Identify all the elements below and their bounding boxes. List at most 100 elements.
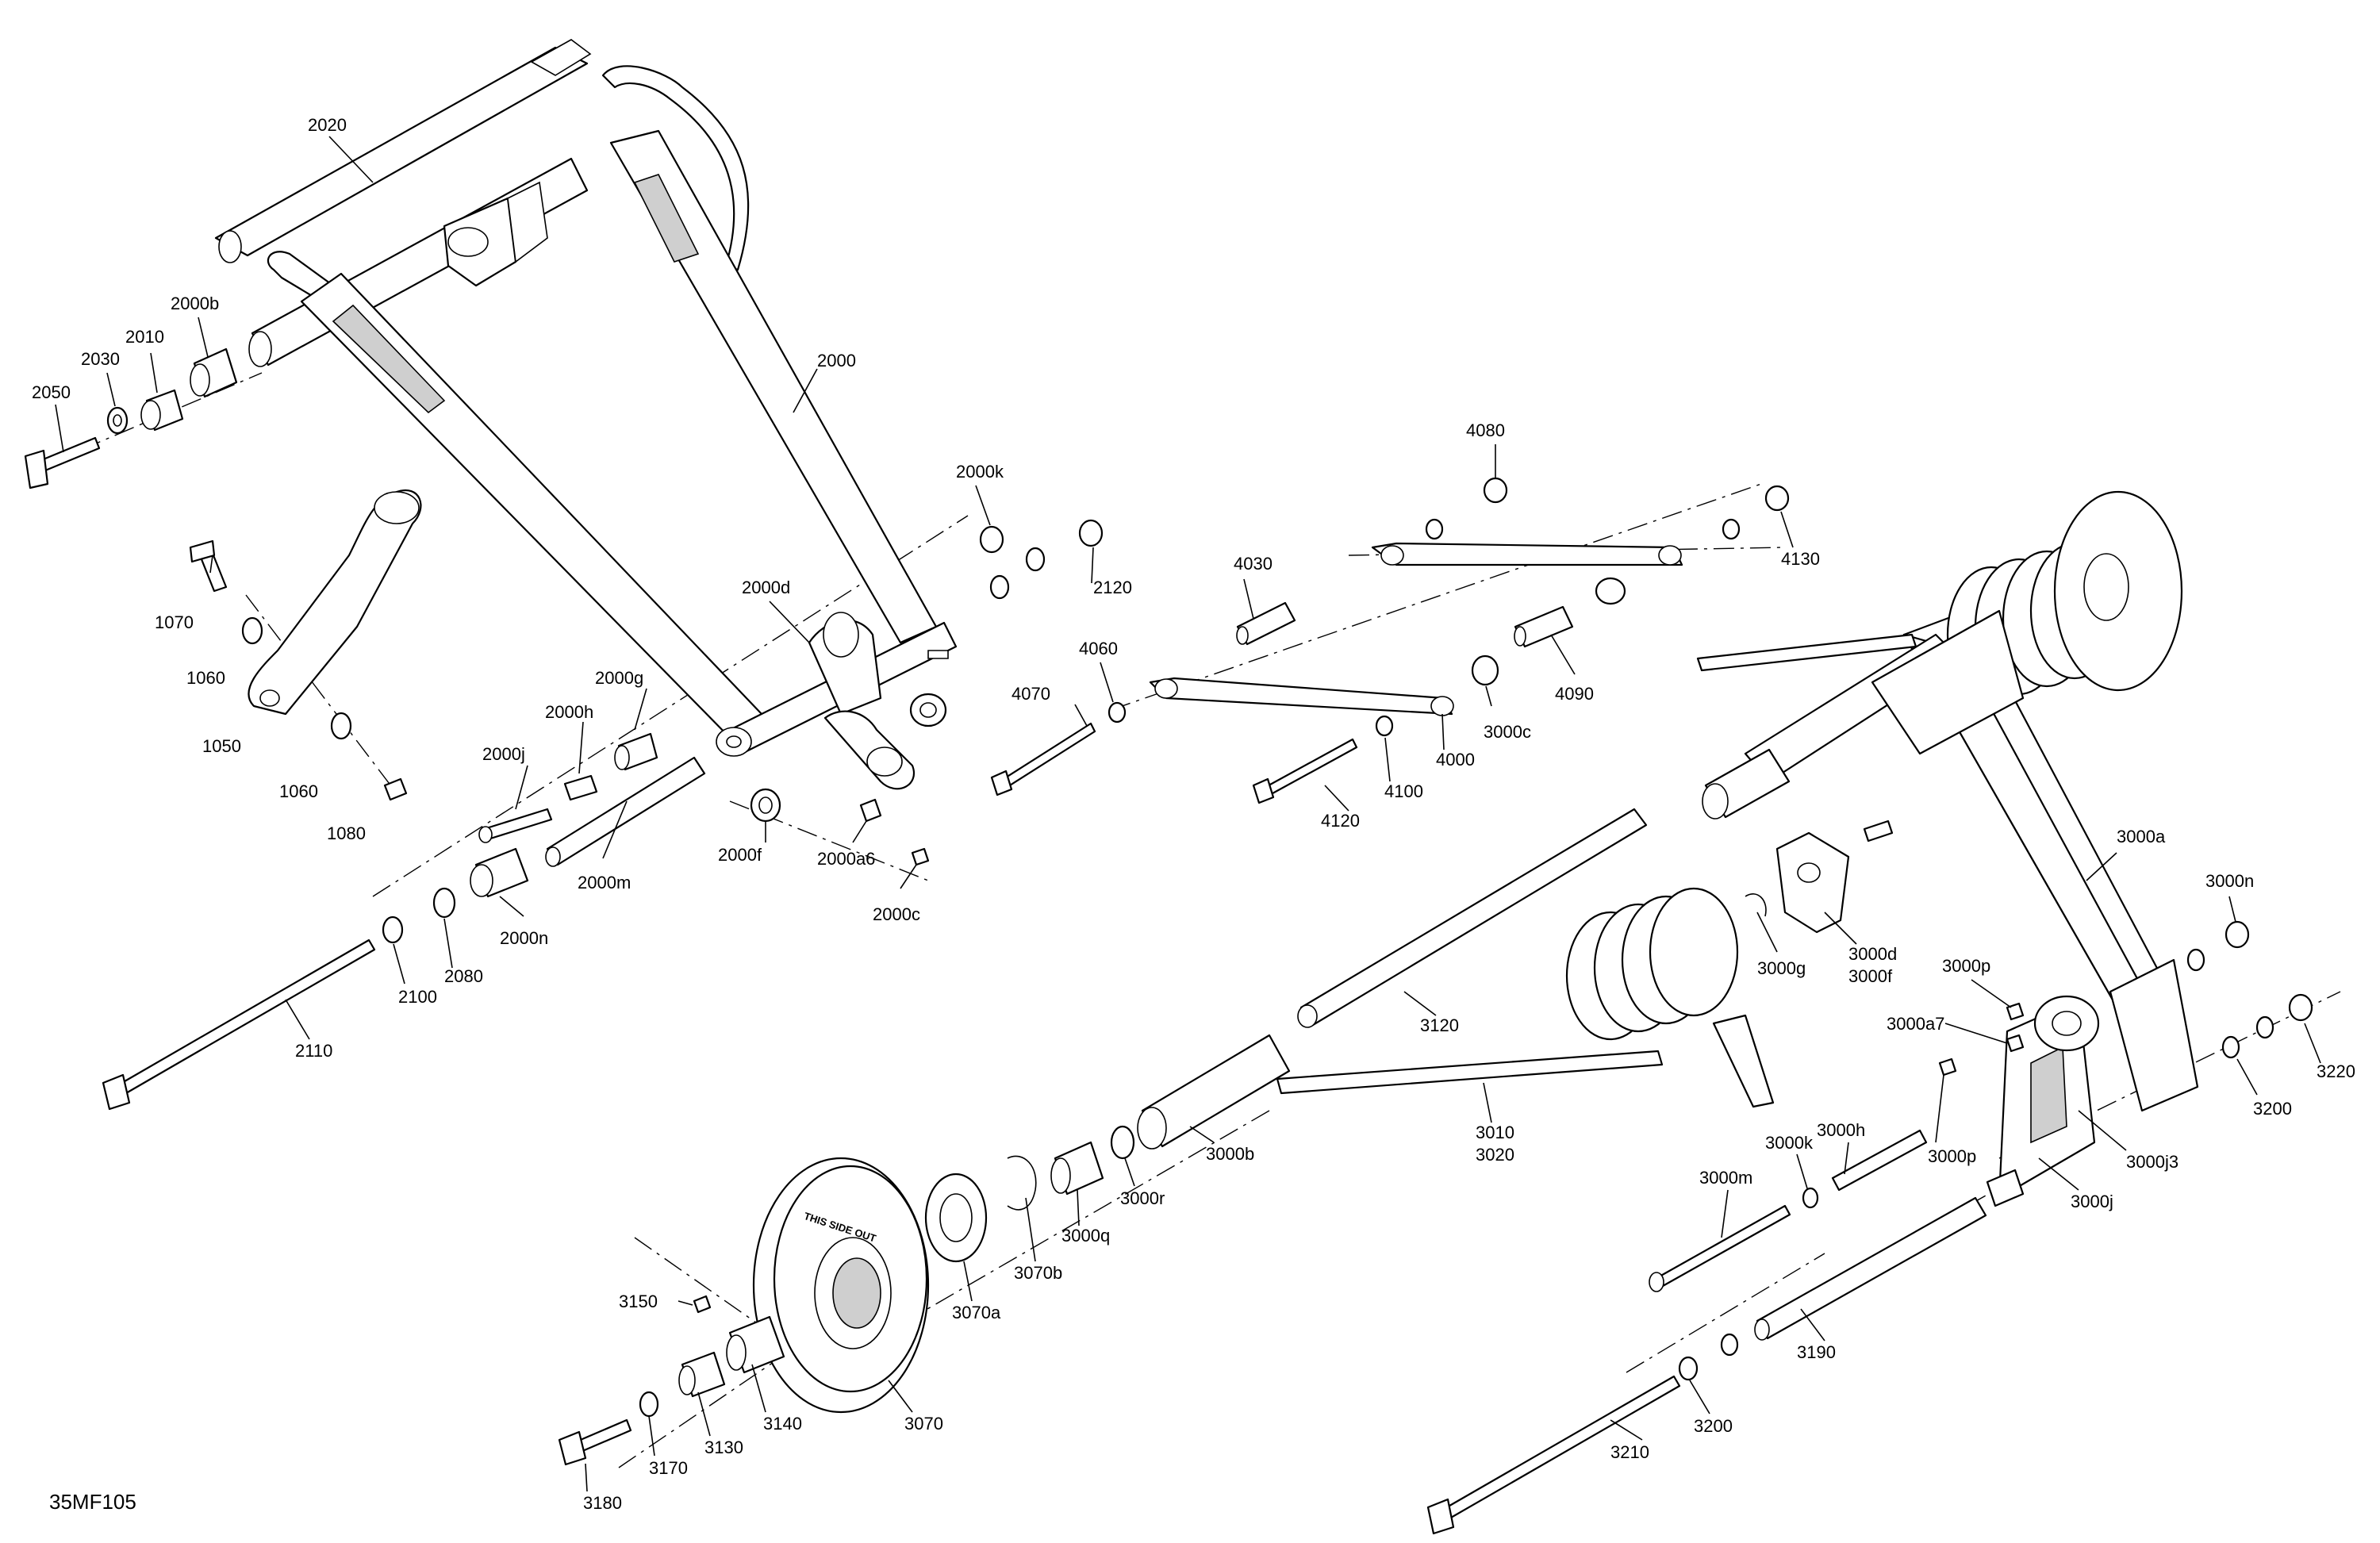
rear-shafts [1050, 748, 1791, 1196]
washer-1060-lower [330, 712, 352, 740]
spring-lower [1565, 887, 1739, 1041]
callout-4070: 4070 [1012, 684, 1050, 704]
callout-3000c: 3000c [1484, 722, 1531, 742]
callout-3000p-top: 3000p [1942, 956, 1990, 976]
washer-4100 [1375, 715, 1394, 737]
washer-1060-upper [241, 616, 263, 645]
callout-4000: 4000 [1436, 750, 1475, 770]
callout-3000m: 3000m [1699, 1168, 1752, 1188]
tube-3000j-end [1986, 1169, 2025, 1207]
callout-3200-upper: 3200 [2253, 1099, 2292, 1119]
callout-3000j: 3000j [2071, 1192, 2113, 1211]
washer-2080 [432, 887, 456, 919]
callout-4100: 4100 [1384, 781, 1423, 801]
callout-2000b: 2000b [171, 294, 219, 313]
link-arm-upper [1371, 542, 1683, 566]
callout-3020: 3020 [1476, 1145, 1514, 1165]
callout-4130: 4130 [1781, 549, 1820, 569]
callout-3000d: 3000d [1848, 944, 1897, 964]
front-hardware [24, 347, 238, 489]
link-arm-4000 [1149, 677, 1453, 716]
tube-3190 [1756, 1196, 1987, 1340]
callout-2100: 2100 [398, 987, 437, 1007]
callout-3000r: 3000r [1120, 1188, 1165, 1208]
nut-4080 [1483, 477, 1508, 504]
callout-3170: 3170 [649, 1458, 688, 1478]
pin-3000a [1863, 819, 1894, 843]
callout-2000n: 2000n [500, 928, 548, 948]
callout-2030: 2030 [81, 349, 120, 369]
callout-2000m: 2000m [578, 873, 631, 892]
frame-hoop-right [601, 65, 750, 271]
fitting-3150 [693, 1295, 712, 1314]
circlip-3000g [1745, 893, 1767, 917]
callout-3220: 3220 [2317, 1061, 2355, 1081]
washer-3000k [1802, 1187, 1819, 1209]
callout-3150: 3150 [619, 1292, 658, 1311]
callout-2080: 2080 [444, 966, 483, 986]
nut-3220 [2288, 993, 2313, 1022]
figure-reference: 35MF105 [49, 1490, 136, 1514]
callout-2000: 2000 [817, 351, 856, 370]
callout-2000f: 2000f [718, 845, 762, 865]
callout-3120: 3120 [1420, 1015, 1459, 1035]
spring-arm-lower [1276, 1050, 1664, 1095]
callout-2110: 2110 [295, 1041, 332, 1061]
spacer-2000h [563, 774, 598, 801]
washer-3170 [639, 1391, 659, 1418]
nut-3000n [2225, 920, 2250, 949]
callout-3000h: 3000h [1817, 1120, 1865, 1140]
callout-3000k: 3000k [1765, 1133, 1814, 1153]
callout-2020: 2020 [308, 115, 347, 135]
washer-4130 [1722, 518, 1741, 540]
pin-3000h [1831, 1129, 1928, 1192]
callout-2000h: 2000h [545, 702, 593, 722]
callout-labels: 2020 2000b 2010 2030 2050 2000 1070 1060… [32, 115, 2355, 1513]
washer-4080 [1425, 518, 1444, 540]
washer-3200-low [1678, 1356, 1699, 1381]
nut-4130 [1764, 485, 1790, 512]
front-arm-assembly [214, 39, 958, 790]
pin-2000j [482, 808, 553, 841]
callout-2000j: 2000j [482, 744, 525, 764]
washer-3000n [2186, 948, 2205, 972]
callout-1050: 1050 [202, 736, 241, 756]
callout-3000p-bot: 3000p [1928, 1146, 1976, 1166]
callout-2000g: 2000g [595, 668, 643, 688]
washer-4060 [1107, 701, 1127, 724]
callout-4030: 4030 [1234, 554, 1273, 574]
bracket-1050 [248, 489, 422, 716]
nut-2000a6 [859, 798, 882, 823]
callout-3070a: 3070a [952, 1303, 1001, 1322]
washer-3190 [1720, 1333, 1739, 1357]
callout-4090: 4090 [1555, 684, 1594, 704]
nut-2120 [1078, 519, 1104, 547]
fitting-3000a7 [2006, 1034, 2025, 1053]
callout-2000c: 2000c [873, 904, 920, 924]
washer-3220 [2255, 1015, 2274, 1039]
washer-2120-a [1025, 547, 1046, 572]
callout-4080: 4080 [1466, 420, 1505, 440]
callout-1070: 1070 [155, 612, 194, 632]
callout-3000g: 3000g [1757, 958, 1806, 978]
rear-lower-hardware [1426, 819, 2313, 1535]
spring-arm-upper [1696, 633, 1917, 672]
callout-3000n: 3000n [2205, 871, 2254, 891]
callout-3210: 3210 [1610, 1442, 1649, 1462]
callout-4120: 4120 [1321, 811, 1360, 831]
fitting-3000p-bot [1938, 1057, 1957, 1077]
callout-3200-lower: 3200 [1694, 1416, 1733, 1436]
rear-arm-side-plate [1871, 609, 2025, 755]
fitting-2000c [911, 847, 930, 866]
callout-3070: 3070 [904, 1414, 943, 1434]
callout-3000b: 3000b [1206, 1144, 1254, 1164]
callout-2000k: 2000k [956, 462, 1004, 482]
callout-3130: 3130 [704, 1437, 743, 1457]
washer-2100 [382, 915, 404, 944]
cap-3000d [1775, 831, 1850, 934]
callout-4060: 4060 [1079, 639, 1118, 658]
callout-1080: 1080 [327, 823, 366, 843]
callout-3070b: 3070b [1014, 1263, 1062, 1283]
callout-3180: 3180 [583, 1493, 622, 1513]
ring-3000r [1110, 1125, 1135, 1160]
